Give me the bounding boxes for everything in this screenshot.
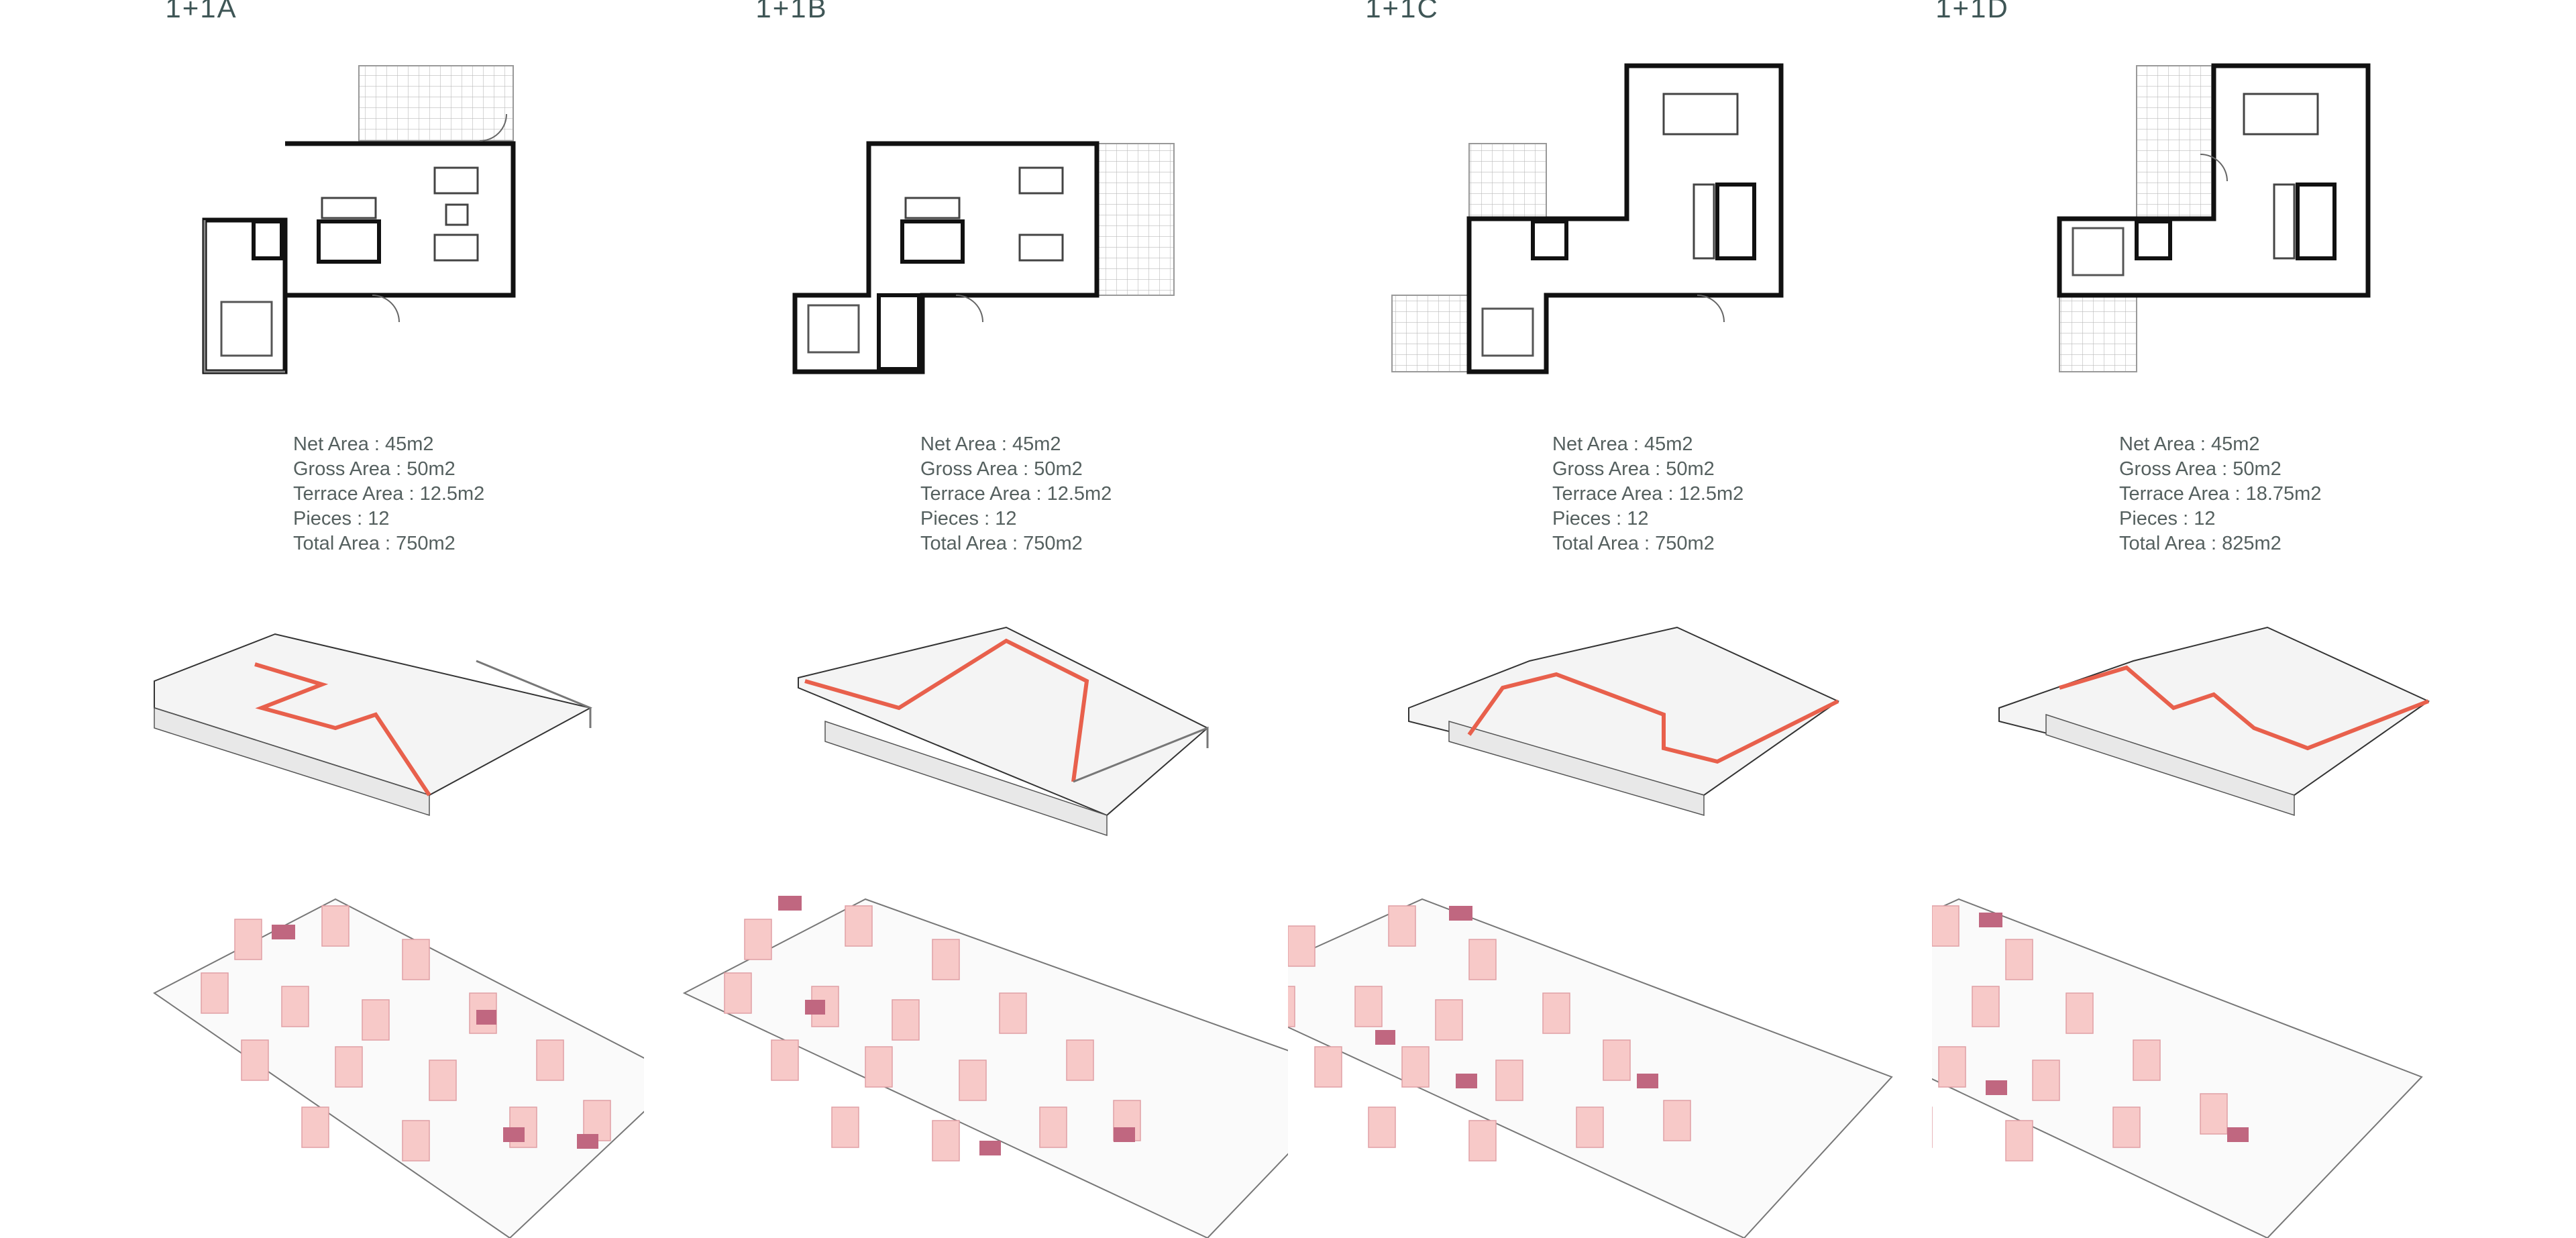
pieces: Pieces : 12	[2119, 508, 2216, 529]
unit-stats: Net Area : 45m2 Gross Area : 50m2 Terrac…	[2119, 432, 2321, 556]
floor-plan-1b	[792, 141, 1175, 374]
bed-icon	[807, 304, 860, 354]
unit-column-1d: 1+1D Net Area : 45m2 Gross Area : 50m2 T…	[1932, 0, 2576, 1238]
terrace	[1468, 143, 1547, 219]
kitchen-counter	[904, 197, 961, 219]
gross-area: Gross Area : 50m2	[2119, 458, 2282, 480]
site-plan-1c	[1288, 898, 1893, 1238]
pieces: Pieces : 12	[920, 508, 1017, 529]
exterior-wall	[2057, 63, 2371, 298]
unit-stats: Net Area : 45m2 Gross Area : 50m2 Terrac…	[920, 432, 1112, 556]
highlight-outline	[1467, 672, 1839, 764]
terrace	[2136, 65, 2214, 219]
bathroom	[1715, 183, 1756, 260]
net-area: Net Area : 45m2	[1552, 433, 1693, 455]
pieces: Pieces : 12	[1552, 508, 1649, 529]
sofa-icon	[1662, 93, 1739, 136]
bed-icon	[2072, 227, 2125, 276]
kitchen-counter	[2273, 183, 2296, 260]
isometric-view-1a	[154, 633, 592, 817]
highlight-outline	[804, 638, 1089, 782]
terrace	[358, 65, 514, 142]
total-area: Total Area : 750m2	[293, 533, 455, 554]
kitchen-counter	[1693, 183, 1715, 260]
site-plan-1d	[1932, 898, 2423, 1238]
site-plan-1b	[682, 896, 1288, 1238]
site-plate	[153, 898, 644, 1238]
unit-column-1c: 1+1C Net Area : 45m2 Gross Area : 50m2 T…	[1288, 0, 1932, 1238]
highlight-outline	[254, 662, 431, 796]
unit-column-1b: 1+1B Net Area : 45m2 Gross Area : 50m2 T…	[644, 0, 1288, 1238]
gross-area: Gross Area : 50m2	[1552, 458, 1715, 480]
gross-area: Gross Area : 50m2	[293, 458, 455, 480]
exterior-wall	[1466, 63, 1784, 374]
isometric-view-1d	[1998, 626, 2430, 817]
sofa-icon	[2243, 93, 2319, 136]
door-icon	[2200, 154, 2228, 182]
net-area: Net Area : 45m2	[920, 433, 1061, 455]
highlight-outline	[2059, 665, 2430, 751]
terrace-area: Terrace Area : 12.5m2	[293, 483, 485, 505]
floor-plan-1c	[1391, 63, 1784, 374]
terrace-area: Terrace Area : 18.75m2	[2119, 483, 2322, 505]
door-icon	[1697, 295, 1725, 323]
bathroom	[2296, 183, 2337, 260]
site-plan-1a	[153, 898, 644, 1238]
bathroom	[317, 219, 381, 264]
bathroom	[900, 219, 965, 264]
isometric-view-1b	[798, 626, 1209, 837]
kitchen-counter	[321, 197, 377, 219]
net-area: Net Area : 45m2	[293, 433, 434, 455]
bed-icon	[1481, 307, 1534, 357]
total-area: Total Area : 750m2	[1552, 533, 1715, 554]
floor-plan-1d	[2057, 63, 2371, 372]
terrace-area: Terrace Area : 12.5m2	[1552, 483, 1744, 505]
floor-plan-1a	[202, 65, 516, 374]
total-area: Total Area : 825m2	[2119, 533, 2282, 554]
exterior-wall	[202, 141, 516, 374]
unit-title: 1+1C	[1365, 0, 1439, 23]
unit-title: 1+1A	[165, 0, 237, 23]
isometric-view-1c	[1408, 626, 1840, 816]
unit-column-1a: 1+1A Net Area : 45m2 Gross Area : 50m2 T…	[0, 0, 644, 1238]
site-plate	[1288, 898, 1893, 1238]
exterior-wall	[792, 141, 1099, 374]
gross-area: Gross Area : 50m2	[920, 458, 1083, 480]
terrace-area: Terrace Area : 12.5m2	[920, 483, 1112, 505]
table-icon	[445, 203, 469, 226]
site-plate	[1932, 898, 2423, 1238]
sofa-icon	[1018, 166, 1064, 195]
unit-stats: Net Area : 45m2 Gross Area : 50m2 Terrac…	[293, 432, 484, 556]
unit-title: 1+1D	[1935, 0, 2009, 23]
net-area: Net Area : 45m2	[2119, 433, 2260, 455]
sofa-icon	[433, 166, 479, 195]
door-icon	[372, 295, 400, 323]
pieces: Pieces : 12	[293, 508, 390, 529]
unit-title: 1+1B	[755, 0, 828, 23]
terrace	[1096, 143, 1175, 296]
unit-stats: Net Area : 45m2 Gross Area : 50m2 Terrac…	[1552, 432, 1743, 556]
door-icon	[955, 295, 983, 323]
total-area: Total Area : 750m2	[920, 533, 1083, 554]
bed-icon	[220, 301, 273, 357]
